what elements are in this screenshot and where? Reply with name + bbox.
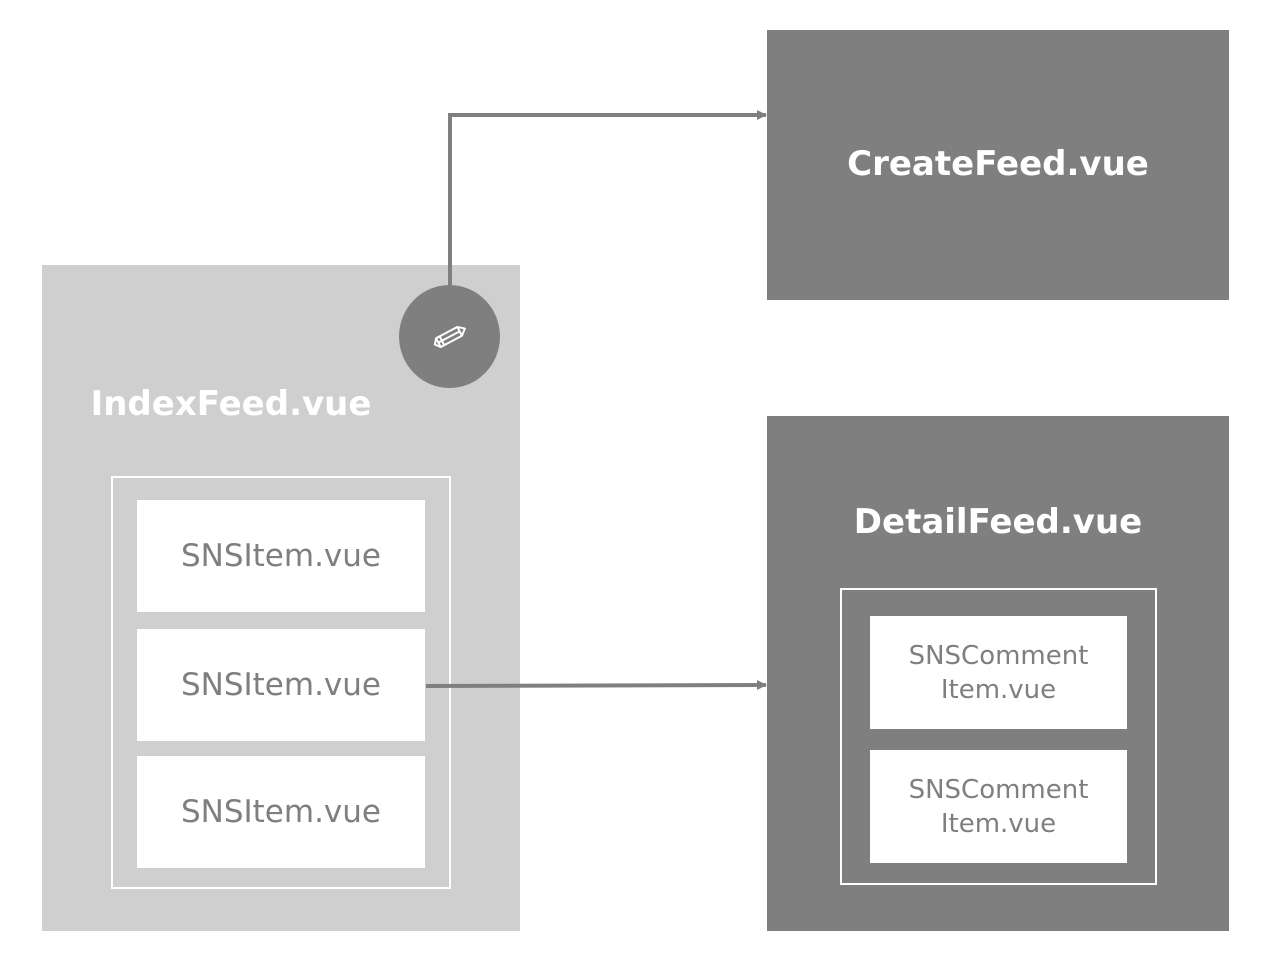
pencil-icon: [433, 325, 466, 349]
create-feed-panel: CreateFeed.vue: [767, 30, 1229, 300]
sns-item[interactable]: SNSItem.vue: [137, 629, 425, 741]
sns-comment-item: SNSComment Item.vue: [870, 750, 1127, 863]
create-feed-arrow: [448, 110, 767, 290]
sns-item[interactable]: SNSItem.vue: [137, 500, 425, 612]
create-feed-button[interactable]: [399, 285, 500, 388]
sns-item-list-frame: [111, 476, 451, 889]
index-feed-title: IndexFeed.vue: [90, 384, 372, 424]
create-feed-title: CreateFeed.vue: [847, 144, 1149, 184]
detail-feed-title: DetailFeed.vue: [853, 502, 1143, 542]
sns-item[interactable]: SNSItem.vue: [137, 756, 425, 868]
detail-feed-arrow: [425, 680, 767, 691]
sns-comment-list-frame: [840, 588, 1157, 885]
sns-comment-item: SNSComment Item.vue: [870, 616, 1127, 729]
